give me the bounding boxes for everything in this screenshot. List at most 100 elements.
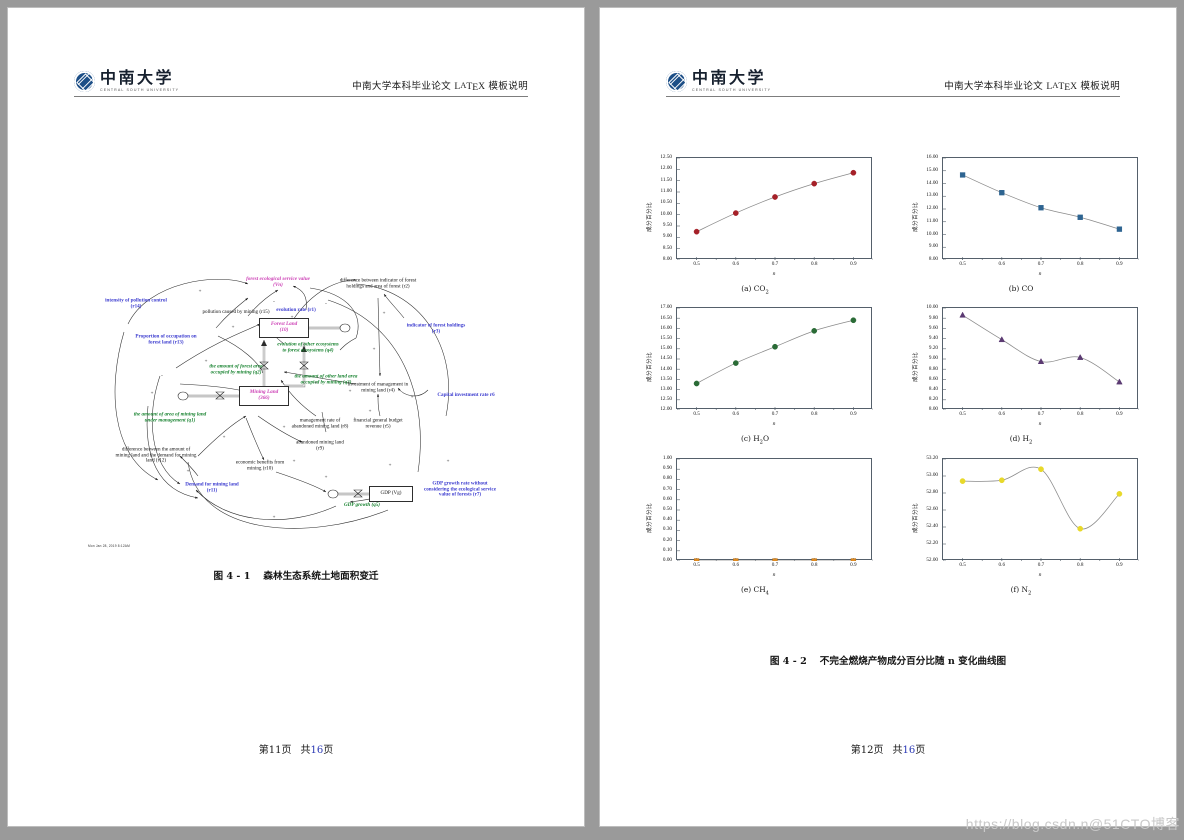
x-tick-label: 0.5 bbox=[693, 261, 700, 267]
node-q5: GDP growth (q5) bbox=[343, 502, 381, 509]
stock-forest-land-label: Forest Land bbox=[270, 321, 298, 328]
x-tick-label: 0.5 bbox=[693, 561, 700, 568]
page-12: 中南大学 CENTRAL SOUTH UNIVERSITY 中南大学本科毕业论文… bbox=[600, 8, 1176, 826]
node-r4: investment of management in mining land … bbox=[347, 381, 409, 393]
y-tick-label: 17.00 bbox=[660, 304, 672, 311]
diagram-timestamp: Mon Jan 28, 2019 8:12AM bbox=[88, 544, 130, 548]
node-r7: GDP growth rate without considering the … bbox=[423, 480, 496, 498]
header-title-suffix: 模板说明 bbox=[1077, 81, 1120, 92]
footer-total-pages: 16 bbox=[902, 745, 916, 756]
y-tick-label: 53.00 bbox=[926, 471, 938, 478]
y-tick-label: 0.90 bbox=[662, 465, 672, 472]
y-tick-label: 13.00 bbox=[926, 192, 938, 199]
y-tick-label: 52.80 bbox=[926, 488, 938, 495]
x-axis-label: n bbox=[772, 421, 776, 428]
y-tick-label: 12.00 bbox=[660, 406, 672, 413]
x-axis-label: n bbox=[1038, 571, 1042, 578]
sign-plus: + bbox=[324, 475, 328, 481]
y-tick-label: 0.10 bbox=[662, 546, 672, 553]
sign-plus: + bbox=[204, 359, 208, 365]
chart-subcaption-c: (c) H2O bbox=[740, 434, 770, 446]
series-line bbox=[962, 315, 1120, 383]
data-point bbox=[1077, 525, 1084, 532]
data-point bbox=[850, 558, 857, 561]
node-r9: abandoned mining land (r9) bbox=[296, 439, 344, 451]
y-tick-label: 1.00 bbox=[662, 454, 672, 461]
x-tick-label: 0.7 bbox=[1037, 411, 1045, 418]
header-rule bbox=[666, 96, 1120, 97]
header-title-prefix: 中南大学本科毕业论文 bbox=[944, 81, 1047, 92]
page-11: 中南大学 CENTRAL SOUTH UNIVERSITY 中南大学本科毕业论文… bbox=[8, 8, 584, 826]
y-tick-label: 13.50 bbox=[660, 375, 672, 382]
data-point bbox=[998, 477, 1005, 484]
x-axis-label: n bbox=[1038, 421, 1042, 428]
x-tick-label: 0.8 bbox=[810, 561, 818, 568]
sign-plus: + bbox=[186, 469, 190, 475]
data-point bbox=[1038, 205, 1044, 211]
y-tick-label: 9.50 bbox=[662, 222, 672, 228]
stock-forest-land-value: (10) bbox=[279, 327, 289, 333]
y-tick-label: 52.60 bbox=[926, 505, 938, 512]
y-tick-label: 8.00 bbox=[928, 406, 938, 413]
chart-subcaption-d: (d) H2 bbox=[1009, 434, 1033, 446]
sign-plus: + bbox=[446, 459, 450, 465]
node-r5: financial general budget revenue (r5) bbox=[353, 417, 403, 429]
y-tick-label: 16.00 bbox=[926, 154, 938, 160]
x-tick-label: 0.9 bbox=[1116, 261, 1123, 267]
y-tick-label: 0.50 bbox=[662, 505, 672, 512]
series-c bbox=[677, 308, 873, 411]
y-tick-label: 16.00 bbox=[660, 324, 672, 331]
sign-plus: + bbox=[314, 381, 318, 387]
x-tick-label: 0.6 bbox=[732, 561, 740, 568]
y-tick-label: 9.20 bbox=[928, 345, 938, 352]
y-tick-label: 9.40 bbox=[928, 335, 938, 342]
data-point bbox=[850, 317, 857, 324]
x-axis-label: n bbox=[1038, 271, 1042, 277]
data-point bbox=[999, 190, 1005, 196]
page-footer-left: 第11页共16页 bbox=[8, 741, 584, 756]
data-point bbox=[959, 172, 966, 178]
y-tick-label: 13.00 bbox=[660, 386, 672, 393]
data-point bbox=[1116, 226, 1123, 232]
x-tick-label: 0.8 bbox=[1076, 261, 1084, 267]
node-r3: indicator of forest holdings (r3) bbox=[406, 322, 466, 334]
sign-plus: + bbox=[388, 463, 392, 469]
footer-page-number: 12 bbox=[860, 745, 874, 756]
chart-subcaption-e: (e) CH4 bbox=[741, 584, 769, 597]
page-header: 中南大学 CENTRAL SOUTH UNIVERSITY 中南大学本科毕业论文… bbox=[74, 60, 528, 100]
x-tick-label: 0.9 bbox=[1116, 561, 1123, 568]
y-tick-label: 15.50 bbox=[660, 335, 672, 342]
x-tick-label: 0.5 bbox=[959, 261, 966, 267]
page-footer-right: 第12页共16页 bbox=[600, 741, 1176, 756]
page-header: 中南大学 CENTRAL SOUTH UNIVERSITY 中南大学本科毕业论文… bbox=[666, 60, 1120, 100]
csu-emblem-icon bbox=[74, 71, 95, 93]
figure-number: 图 4 - 1 bbox=[213, 571, 251, 582]
data-point bbox=[811, 180, 818, 187]
stock-gdp-label: GDP (Vg) bbox=[380, 490, 402, 497]
y-tick-label: 10.00 bbox=[926, 230, 938, 237]
figure-title: 森林生态系统土地面积变迁 bbox=[263, 571, 379, 582]
stock-mining-land-label: Mining Land bbox=[249, 389, 279, 396]
x-tick-label: 0.5 bbox=[693, 411, 700, 418]
footer-mid: 页 bbox=[281, 745, 292, 756]
y-tick-label: 0.00 bbox=[662, 556, 672, 563]
series-line bbox=[962, 466, 1120, 530]
latex-logo: LATEX bbox=[454, 80, 486, 94]
data-point bbox=[732, 210, 739, 216]
data-point bbox=[998, 336, 1006, 343]
data-point bbox=[772, 194, 778, 200]
y-tick-label: 0.70 bbox=[662, 485, 672, 492]
latex-logo: LATEX bbox=[1046, 80, 1078, 94]
x-tick-label: 0.6 bbox=[998, 411, 1006, 418]
data-point bbox=[1116, 490, 1123, 497]
sign-plus: + bbox=[282, 425, 286, 431]
